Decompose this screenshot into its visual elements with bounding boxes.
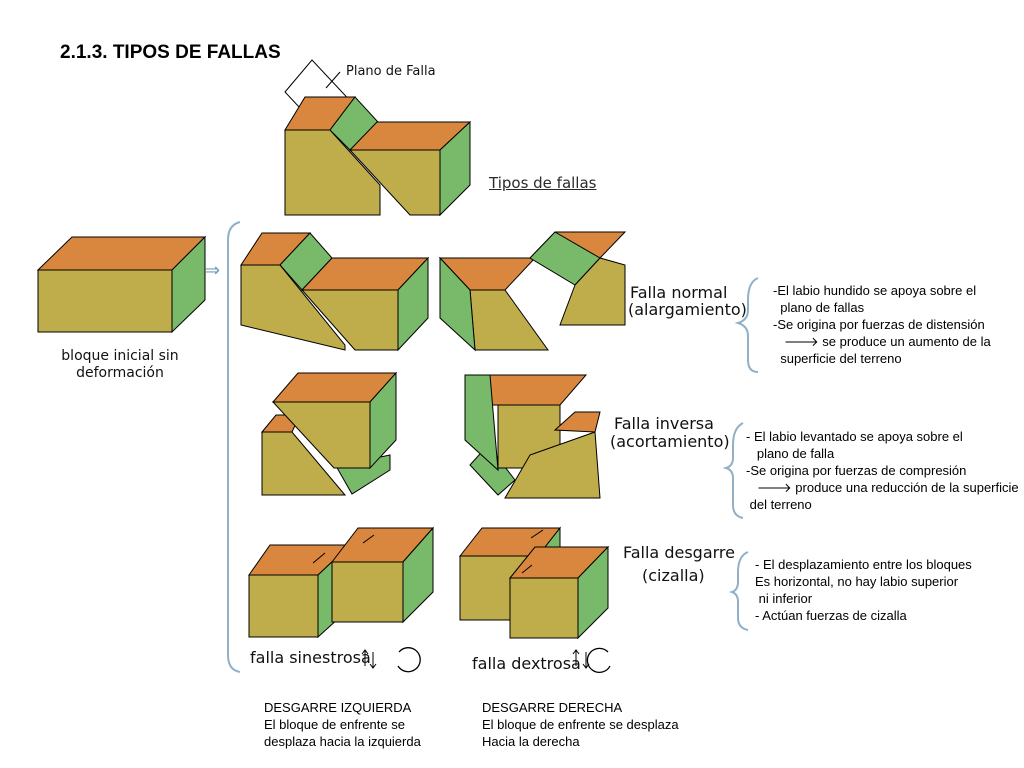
brace-inversa	[722, 422, 744, 519]
brace-normal	[734, 277, 759, 373]
caption-left-line3: desplaza hacia la izquierda	[264, 734, 421, 749]
caption-right-line2: El bloque de enfrente se desplaza	[482, 717, 679, 732]
tipos-de-fallas-label: Tipos de fallas	[489, 174, 597, 192]
sinestrosa-arrows-icon	[361, 647, 421, 673]
falla-normal-name: Falla normal	[630, 283, 728, 302]
reverse-fault-left	[260, 371, 398, 496]
initial-block	[36, 235, 207, 334]
falla-desgarre-notes: - El desplazamiento entre los bloques Es…	[755, 557, 972, 623]
falla-desgarre-name: Falla desgarre	[623, 543, 735, 562]
normal-fault-left	[240, 232, 430, 352]
initial-block-label-2: deformación	[76, 365, 164, 381]
dextrosa-arrows-icon	[572, 647, 611, 673]
plano-pointer	[325, 71, 341, 89]
plano-de-falla-diagram	[284, 59, 472, 217]
brace-desgarre	[728, 551, 749, 631]
falla-inversa-detail: (acortamiento)	[610, 432, 730, 451]
caption-left-line1: DESGARRE IZQUIERDA	[264, 700, 412, 715]
falla-sinestrosa-label: falla sinestrosa	[250, 648, 371, 667]
falla-dextrosa-label: falla dextrosa	[472, 654, 581, 673]
caption-right-line3: Hacia la derecha	[482, 734, 580, 749]
initial-arrow-icon: ⇒	[205, 260, 221, 281]
normal-fault-right	[438, 231, 627, 352]
left-big-brace	[227, 221, 241, 673]
falla-inversa-name: Falla inversa	[614, 414, 714, 433]
dextrosa-blocks	[458, 526, 610, 640]
falla-desgarre-detail: (cizalla)	[642, 566, 705, 585]
plano-de-falla-label: Plano de Falla	[346, 64, 436, 79]
caption-right-line1: DESGARRE DERECHA	[482, 700, 623, 715]
falla-normal-notes: -El labio hundido se apoya sobre el plan…	[773, 283, 991, 366]
sinestrosa-blocks	[248, 526, 435, 639]
initial-block-label-1: bloque inicial sin	[61, 348, 179, 364]
caption-left-line2: El bloque de enfrente se	[264, 717, 405, 732]
falla-inversa-notes: - El labio levantado se apoya sobre el p…	[746, 429, 1019, 512]
page-title: 2.1.3. TIPOS DE FALLAS	[60, 42, 281, 63]
falla-normal-detail: (alargamiento)	[628, 300, 747, 319]
reverse-fault-right	[464, 374, 601, 499]
